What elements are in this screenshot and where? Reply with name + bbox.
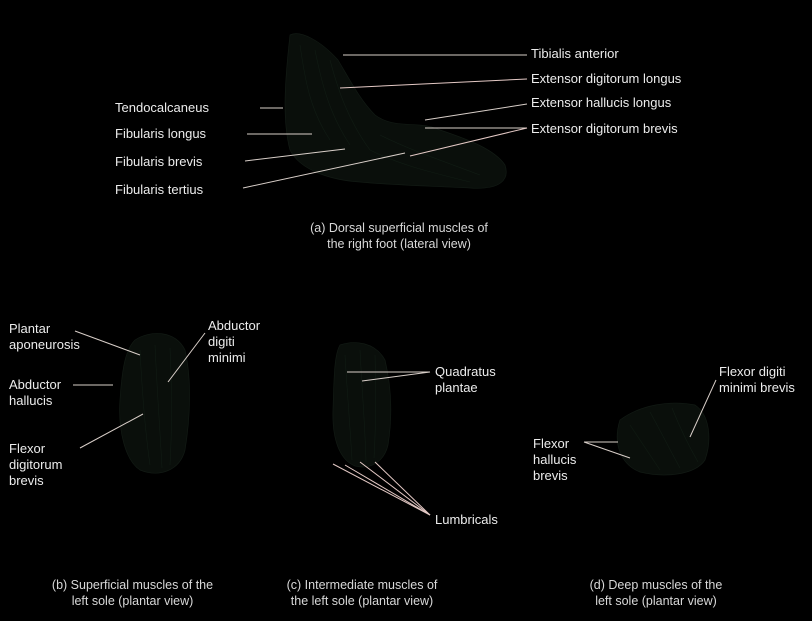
label-abductor-hallucis: Abductor hallucis bbox=[9, 377, 61, 409]
caption-panel-d: (d) Deep muscles of the left sole (plant… bbox=[566, 577, 746, 609]
leader-abductor-digiti-minimi bbox=[167, 332, 206, 383]
label-abductor-digiti-minimi: Abductor digiti minimi bbox=[208, 318, 260, 366]
label-flexor-digitorum-brevis-line2: digitorum bbox=[9, 457, 63, 472]
label-flexor-digitorum-brevis-line3: brevis bbox=[9, 473, 44, 488]
panel-b-leader-lines bbox=[73, 330, 206, 449]
leader-flexor-digiti-minimi-brevis bbox=[689, 379, 717, 438]
label-quadratus-plantae-line1: Quadratus bbox=[435, 364, 496, 379]
caption-panel-b: (b) Superficial muscles of the left sole… bbox=[20, 577, 245, 609]
label-quadratus-plantae-line2: plantae bbox=[435, 380, 478, 395]
label-flexor-digiti-minimi-brevis-line2: minimi brevis bbox=[719, 380, 795, 395]
leader-extensor-hallucis-longus bbox=[424, 103, 528, 121]
label-extensor-hallucis-longus: Extensor hallucis longus bbox=[531, 95, 672, 110]
label-fibularis-brevis: Fibularis brevis bbox=[115, 154, 203, 169]
caption-panel-c: (c) Intermediate muscles of the left sol… bbox=[262, 577, 462, 609]
caption-panel-b-line1: (b) Superficial muscles of the bbox=[51, 578, 214, 592]
leader-quadratus-plantae-2 bbox=[361, 371, 431, 382]
label-flexor-digitorum-brevis-line1: Flexor bbox=[9, 441, 46, 456]
leader-fibularis-tertius bbox=[242, 152, 406, 189]
label-abductor-hallucis-line2: hallucis bbox=[9, 393, 53, 408]
label-flexor-digiti-minimi-brevis: Flexor digiti minimi brevis bbox=[719, 364, 795, 396]
panel-a-foot-illustration bbox=[284, 33, 507, 189]
leader-flexor-hallucis-brevis-2 bbox=[583, 441, 631, 459]
label-flexor-hallucis-brevis: Flexor hallucis brevis bbox=[533, 436, 576, 484]
leader-flexor-digitorum-brevis bbox=[79, 413, 144, 449]
caption-panel-a: (a) Dorsal superficial muscles of the ri… bbox=[284, 220, 514, 252]
caption-panel-b-line2: left sole (plantar view) bbox=[71, 594, 194, 608]
leader-lumbricals-3 bbox=[359, 461, 431, 516]
label-fibularis-tertius: Fibularis tertius bbox=[115, 182, 204, 197]
leader-plantar-aponeurosis bbox=[74, 330, 141, 356]
label-plantar-aponeurosis-line1: Plantar bbox=[9, 321, 51, 336]
label-plantar-aponeurosis: Plantar aponeurosis bbox=[9, 321, 80, 353]
leader-fibularis-brevis bbox=[244, 148, 346, 162]
label-fibularis-longus: Fibularis longus bbox=[115, 126, 207, 141]
panel-a-leader-lines bbox=[242, 54, 528, 189]
leader-extensor-digitorum-brevis-2 bbox=[409, 127, 528, 157]
panel-c-sole-illustration bbox=[332, 342, 392, 468]
panel-d-sole-illustration bbox=[616, 402, 710, 476]
caption-panel-a-line2: the right foot (lateral view) bbox=[327, 237, 471, 251]
label-flexor-hallucis-brevis-line1: Flexor bbox=[533, 436, 570, 451]
label-abductor-hallucis-line1: Abductor bbox=[9, 377, 62, 392]
label-tendocalcaneus: Tendocalcaneus bbox=[115, 100, 209, 115]
leader-lumbricals-2 bbox=[344, 464, 431, 516]
label-lumbricals: Lumbricals bbox=[435, 512, 498, 527]
label-extensor-digitorum-longus: Extensor digitorum longus bbox=[531, 71, 682, 86]
caption-panel-d-line2: left sole (plantar view) bbox=[595, 594, 717, 608]
label-flexor-hallucis-brevis-line2: hallucis bbox=[533, 452, 577, 467]
leader-lumbricals-4 bbox=[374, 461, 431, 516]
caption-panel-a-line1: (a) Dorsal superficial muscles of bbox=[310, 221, 488, 235]
label-quadratus-plantae: Quadratus plantae bbox=[435, 364, 496, 396]
panel-b-sole-illustration bbox=[119, 333, 190, 474]
label-flexor-digiti-minimi-brevis-line1: Flexor digiti bbox=[719, 364, 786, 379]
label-plantar-aponeurosis-line2: aponeurosis bbox=[9, 337, 80, 352]
caption-panel-c-line2: the left sole (plantar view) bbox=[290, 594, 434, 608]
label-flexor-digitorum-brevis: Flexor digitorum brevis bbox=[9, 441, 62, 489]
panel-d-leader-lines bbox=[583, 379, 717, 459]
leader-extensor-digitorum-longus bbox=[339, 78, 528, 89]
label-flexor-hallucis-brevis-line3: brevis bbox=[533, 468, 568, 483]
label-tibialis-anterior: Tibialis anterior bbox=[531, 46, 619, 61]
label-abductor-digiti-minimi-line1: Abductor bbox=[208, 318, 261, 333]
panel-c-leader-lines bbox=[332, 371, 431, 516]
label-abductor-digiti-minimi-line3: minimi bbox=[208, 350, 246, 365]
label-extensor-digitorum-brevis: Extensor digitorum brevis bbox=[531, 121, 678, 136]
caption-panel-d-line1: (d) Deep muscles of the bbox=[589, 578, 723, 592]
label-abductor-digiti-minimi-line2: digiti bbox=[208, 334, 235, 349]
leader-lumbricals-1 bbox=[332, 463, 431, 516]
caption-panel-c-line1: (c) Intermediate muscles of bbox=[286, 578, 438, 592]
